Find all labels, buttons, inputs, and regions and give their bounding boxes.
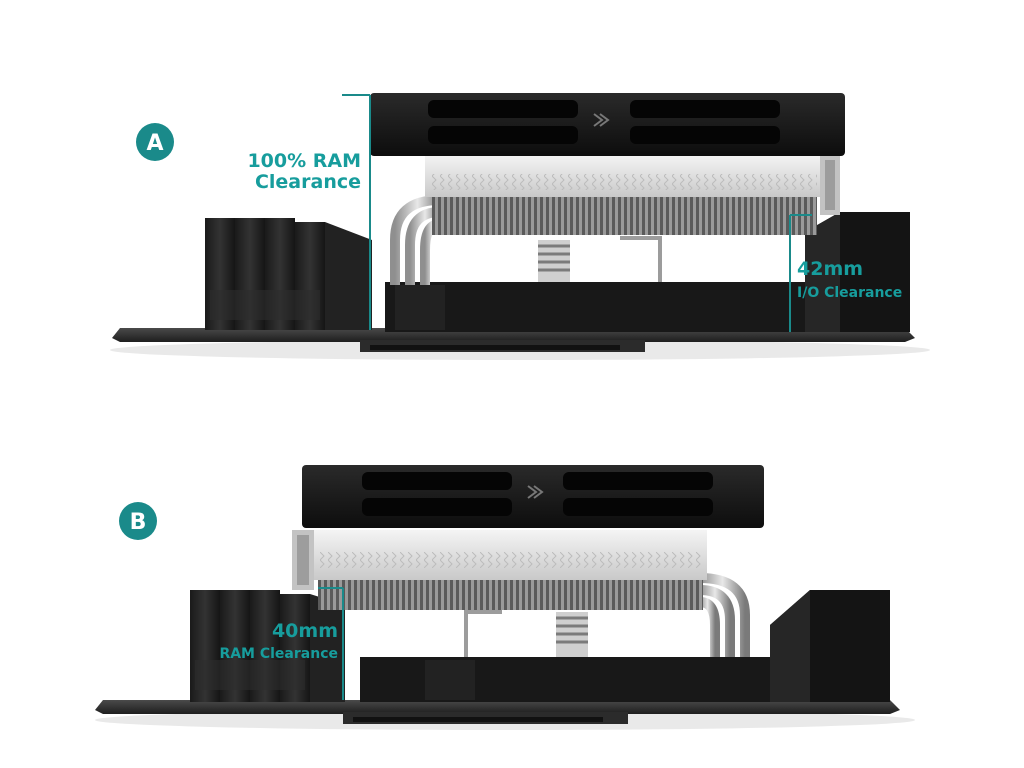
io-clearance-indicator-a: [789, 214, 812, 332]
heatsink-top-b: [292, 530, 707, 590]
heatpipes-b: [699, 573, 750, 657]
heatsink-top-a: [425, 155, 840, 215]
svg-text:B: B: [130, 510, 147, 535]
brand-logo-icon: [593, 113, 610, 127]
badge-b: B: [119, 502, 157, 540]
socket-edge-b: [425, 660, 475, 700]
ram-clearance-label-a-line1: 100% RAM: [247, 150, 361, 172]
socket-bracket-b: [360, 657, 770, 702]
io-shroud-a: [805, 212, 910, 332]
configuration-a: A 100% RAM Clearance 42mm I/O Clearance: [110, 93, 930, 360]
mounting-bracket-b: [464, 610, 502, 657]
fan-a: [370, 93, 845, 156]
io-clearance-value-a: 42mm: [797, 258, 863, 280]
ram-modules-b: [190, 590, 345, 702]
mounting-spring-a: [538, 240, 570, 282]
mounting-bracket-a: [620, 236, 662, 282]
io-clearance-label-a: I/O Clearance: [797, 285, 902, 301]
socket-bracket-a: [385, 282, 805, 332]
fan-b: [302, 465, 764, 528]
motherboard-b: [95, 700, 900, 724]
mounting-spring-b: [556, 612, 588, 657]
configuration-b: B 40mm RAM Clearance: [95, 465, 915, 730]
ram-clearance-label-b: RAM Clearance: [219, 646, 338, 662]
ram-modules-a: [205, 218, 372, 330]
ram-clearance-indicator-a: [342, 94, 371, 330]
badge-a: A: [136, 123, 174, 161]
fin-stack-a: [432, 195, 817, 235]
io-shroud-b: [770, 590, 890, 702]
ram-clearance-label-a-line2: Clearance: [255, 171, 361, 193]
brand-logo-icon: [527, 485, 544, 499]
socket-edge-a: [395, 285, 445, 330]
ram-clearance-value-b: 40mm: [272, 620, 338, 642]
ram-clearance-indicator-b: [318, 587, 344, 700]
svg-text:A: A: [146, 131, 163, 156]
